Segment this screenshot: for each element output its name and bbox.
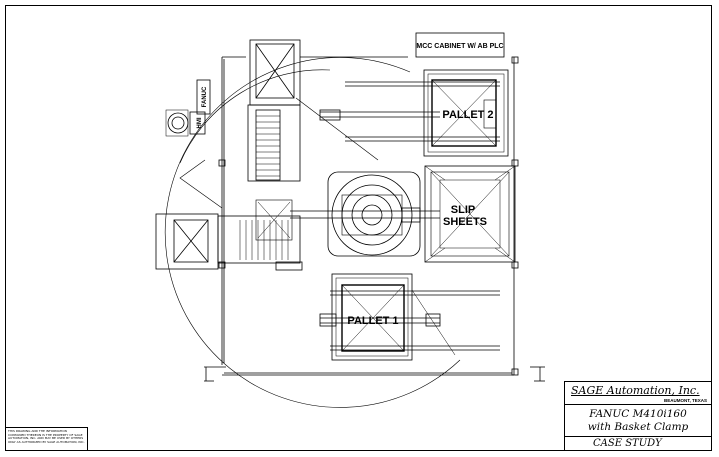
pallet-2-station	[319, 69, 509, 157]
infeed-conveyor-left	[155, 199, 303, 271]
company-name: SAGE Automation, Inc.	[571, 384, 700, 397]
title-block: SAGE Automation, Inc. BEAUMONT, TEXAS FA…	[564, 381, 712, 451]
mcc-cabinet-label: MCC CABINET W/ AB PLC	[416, 43, 503, 50]
title-block-type: CASE STUDY	[565, 436, 711, 452]
hmi-station	[165, 109, 206, 137]
title-block-project: FANUC M410i160 with Basket Clamp	[565, 404, 711, 436]
fanuc-controller-label: FANUC	[202, 86, 208, 107]
hmi-label: HMI	[197, 117, 203, 128]
safety-fence	[204, 56, 545, 382]
fanuc-controller	[196, 79, 211, 115]
project-line-2: with Basket Clamp	[587, 421, 689, 433]
mcc-cabinet	[415, 32, 505, 58]
pallet-1-label: PALLET 1	[347, 315, 398, 327]
slip-label-line1: SLIP	[451, 204, 475, 216]
project-line-1: FANUC M410i160	[589, 408, 687, 420]
ownership-disclaimer: THIS DRAWING AND THE INFORMATION CONTAIN…	[5, 427, 88, 451]
slip-label-line2: SHEETS	[443, 216, 487, 228]
pallet-1-station	[319, 273, 500, 361]
infeed-conveyor-top	[247, 39, 301, 182]
title-block-company: SAGE Automation, Inc. BEAUMONT, TEXAS	[565, 382, 711, 404]
drawing-type: CASE STUDY	[593, 438, 662, 449]
drawing-frame	[5, 5, 712, 451]
robot-reach-arc	[164, 57, 461, 408]
robot-base	[290, 171, 440, 257]
company-location: BEAUMONT, TEXAS	[663, 398, 707, 403]
pallet-2-label: PALLET 2	[442, 109, 493, 121]
slip-sheet-station	[424, 165, 516, 263]
